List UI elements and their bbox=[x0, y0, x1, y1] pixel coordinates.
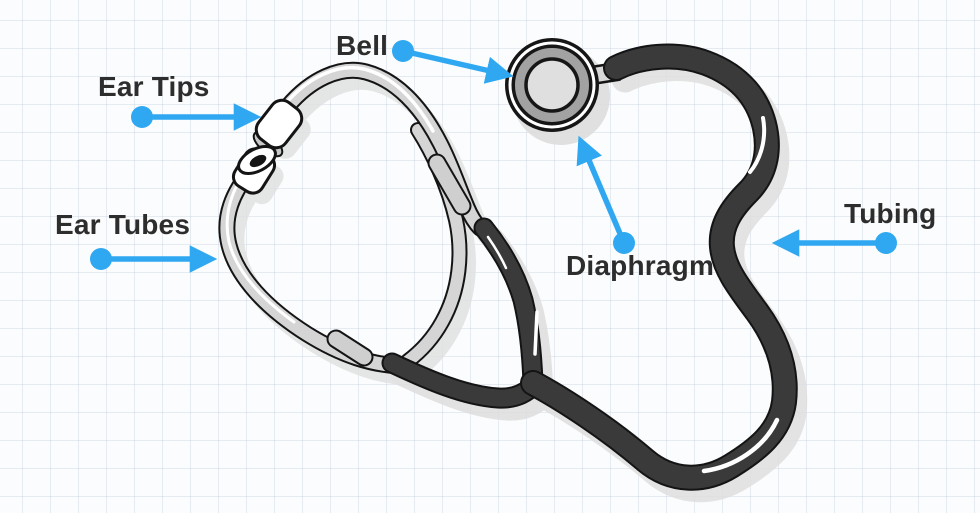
label-diaphragm: Diaphragm bbox=[566, 250, 715, 281]
tubing-arrow-icon bbox=[771, 229, 897, 257]
diaphragm-arrow-icon bbox=[576, 135, 635, 254]
bell-arrow-icon bbox=[392, 40, 514, 84]
label-ear-tubes: Ear Tubes bbox=[55, 209, 191, 240]
callout-arrows bbox=[90, 40, 897, 273]
label-bell: Bell bbox=[336, 30, 389, 61]
label-ear-tips: Ear Tips bbox=[98, 71, 210, 102]
ear-tubes-graphic bbox=[218, 61, 489, 375]
tubing-graphic bbox=[381, 43, 798, 491]
label-tubing: Tubing bbox=[844, 198, 937, 229]
ear-tips-arrow-icon bbox=[131, 103, 262, 131]
chestpiece-graphic bbox=[505, 38, 599, 132]
ear-tubes-arrow-icon bbox=[90, 245, 218, 273]
ear-tips-graphic bbox=[231, 98, 304, 195]
